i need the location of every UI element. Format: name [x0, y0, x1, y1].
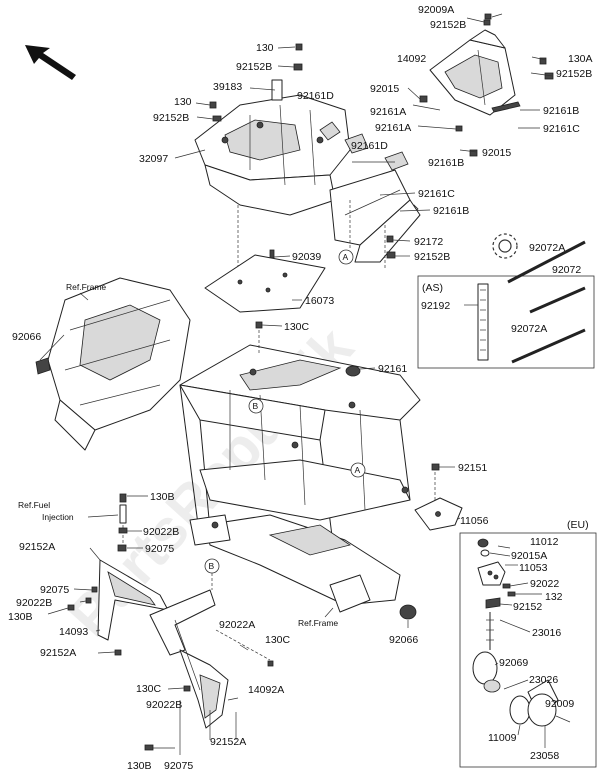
svg-text:A: A: [355, 465, 361, 475]
label-11012: 11012: [530, 536, 559, 548]
reference-labels: Ref.Frame Ref.Frame Ref.Fuel Injection: [18, 282, 338, 628]
label-92161A: 92161A: [370, 106, 406, 118]
label-92152A: 92152A: [19, 541, 55, 553]
bolt-130c-top: [255, 321, 283, 355]
marker-b-frame: B: [248, 398, 264, 414]
ref-frame-bottom: Ref.Frame: [298, 618, 338, 628]
label-132: 132: [545, 591, 563, 603]
label-92161B: 92161B: [543, 105, 579, 117]
label-92161B: 92161B: [433, 205, 469, 217]
label-92015A: 92015A: [511, 550, 547, 562]
label-14092: 14092: [397, 53, 426, 65]
label-92022B: 92022B: [16, 597, 52, 609]
label-92152B: 92152B: [430, 19, 466, 31]
label-92039: 92039: [292, 251, 321, 263]
callout-labels: 92009A 92152B 14092 130A 92152B 130 9215…: [8, 4, 593, 772]
front-direction-arrow-icon: [25, 45, 76, 80]
label-92161C: 92161C: [418, 188, 455, 200]
rear-fender-14092: [429, 29, 521, 116]
label-11053: 11053: [519, 562, 548, 574]
label-16073: 16073: [305, 295, 334, 307]
ref-frame-top: Ref.Frame: [66, 282, 106, 292]
marker-a-top: A: [338, 249, 354, 265]
label-39183: 39183: [213, 81, 242, 93]
bracket-11056: [414, 497, 463, 531]
label-92152A: 92152A: [40, 647, 76, 659]
label-92075: 92075: [164, 760, 193, 772]
label-11056: 11056: [460, 515, 489, 527]
label-92069: 92069: [499, 657, 528, 669]
fender-side-pieces: [329, 169, 421, 263]
fuel-injection-ref-parts: [117, 493, 148, 552]
ref-fuel-line2: Injection: [42, 512, 74, 522]
label-92151: 92151: [458, 462, 487, 474]
label-92009A: 92009A: [418, 4, 454, 16]
label-23016: 23016: [532, 627, 561, 639]
label-130C: 130C: [284, 321, 310, 333]
label-130B: 130B: [127, 760, 152, 772]
marker-b-lower: B: [204, 558, 220, 590]
eu-region-box: (EU): [459, 519, 597, 768]
svg-text:B: B: [253, 401, 259, 411]
bolt-92151: [431, 463, 455, 500]
svg-text:B: B: [209, 561, 215, 571]
label-92152B: 92152B: [153, 112, 189, 124]
label-92022A: 92022A: [219, 619, 255, 631]
rubber-92161: [345, 365, 376, 377]
label-92015: 92015: [482, 147, 511, 159]
label-92022: 92022: [530, 578, 559, 590]
label-92152B: 92152B: [414, 251, 450, 263]
marker-a-frame: A: [350, 462, 366, 478]
label-92161D: 92161D: [297, 90, 334, 102]
label-14092A: 14092A: [248, 684, 284, 696]
plate-16073: [204, 254, 326, 313]
label-130B: 130B: [8, 611, 33, 623]
svg-text:A: A: [343, 252, 349, 262]
as-region-box: (AS): [417, 240, 595, 369]
label-130: 130: [174, 96, 192, 108]
label-92072A: 92072A: [529, 242, 565, 254]
label-92152: 92152: [513, 601, 542, 613]
label-23058: 23058: [530, 750, 559, 762]
gear-icon: [492, 233, 518, 259]
ref-fuel-line1: Ref.Fuel: [18, 500, 50, 510]
label-130A: 130A: [568, 53, 593, 65]
label-92022B: 92022B: [146, 699, 182, 711]
eu-tag: (EU): [567, 519, 589, 531]
guard-14092a: [144, 589, 274, 755]
leaders-top: [174, 13, 554, 258]
label-92072A: 92072A: [511, 323, 547, 335]
label-92161D: 92161D: [351, 140, 388, 152]
cap-92066-lower: [399, 604, 417, 628]
label-11009: 11009: [488, 732, 517, 744]
label-92066: 92066: [389, 634, 418, 646]
label-92161B: 92161B: [428, 157, 464, 169]
label-92152B: 92152B: [236, 61, 272, 73]
label-92152A: 92152A: [210, 736, 246, 748]
label-92152B: 92152B: [556, 68, 592, 80]
label-92066: 92066: [12, 331, 41, 343]
label-92022B: 92022B: [143, 526, 179, 538]
label-14093: 14093: [59, 626, 88, 638]
label-32097: 32097: [139, 153, 168, 165]
label-92161C: 92161C: [543, 123, 580, 135]
label-92075: 92075: [40, 584, 69, 596]
label-23026: 23026: [529, 674, 558, 686]
label-92015: 92015: [370, 83, 399, 95]
label-130C: 130C: [265, 634, 291, 646]
label-92192: 92192: [421, 300, 450, 312]
label-92172: 92172: [414, 236, 443, 248]
guard-14093: [47, 547, 169, 656]
label-92072: 92072: [552, 264, 581, 276]
label-92009: 92009: [545, 698, 574, 710]
label-130B: 130B: [150, 491, 175, 503]
label-92161A: 92161A: [375, 122, 411, 134]
ref-frame-left: [35, 277, 191, 451]
label-130: 130: [256, 42, 274, 54]
label-92075: 92075: [145, 543, 174, 555]
label-130C: 130C: [136, 683, 162, 695]
label-92161: 92161: [378, 363, 407, 375]
as-tag: (AS): [422, 282, 443, 294]
